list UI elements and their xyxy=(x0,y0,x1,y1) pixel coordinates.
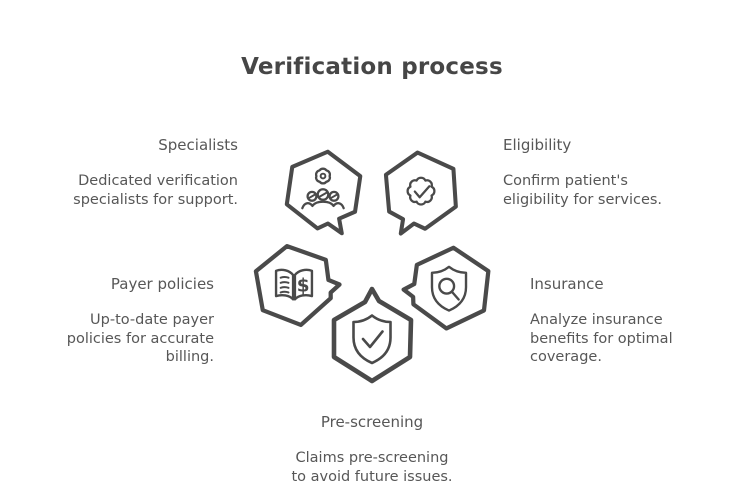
node-text-pre-screening: Pre-screening Claims pre-screening to av… xyxy=(262,413,482,486)
node-text-insurance: Insurance Analyze insurance benefits for… xyxy=(530,275,742,367)
node-label-eligibility: Eligibility xyxy=(503,136,572,154)
node-desc-specialists: Dedicated verification specialists for s… xyxy=(73,173,238,208)
node-desc-pre-screening: Claims pre-screening to avoid future iss… xyxy=(291,450,453,485)
shield-check-icon xyxy=(331,286,414,384)
page-title: Verification process xyxy=(241,54,503,80)
node-desc-payer-policies: Up-to-date payer policies for accurate b… xyxy=(66,312,214,365)
dollar-glyph: $ xyxy=(297,276,310,297)
node-label-specialists: Specialists xyxy=(158,136,238,154)
node-text-payer-policies: Payer policies Up-to-date payer policies… xyxy=(2,275,214,367)
shield-magnifier-icon xyxy=(401,245,491,331)
node-label-payer-policies: Payer policies xyxy=(110,275,214,293)
open-book-dollar-icon: $ xyxy=(253,244,342,328)
node-desc-eligibility: Confirm patient's eligibility for servic… xyxy=(503,173,663,208)
badge-check-icon xyxy=(383,150,458,236)
node-text-specialists: Specialists Dedicated verification speci… xyxy=(26,136,238,209)
gear-team-icon xyxy=(284,149,363,236)
node-desc-insurance: Analyze insurance benefits for optimal c… xyxy=(530,312,673,365)
node-text-eligibility: Eligibility Confirm patient's eligibilit… xyxy=(503,136,715,209)
node-label-insurance: Insurance xyxy=(530,275,604,293)
node-label-pre-screening: Pre-screening xyxy=(320,413,424,431)
